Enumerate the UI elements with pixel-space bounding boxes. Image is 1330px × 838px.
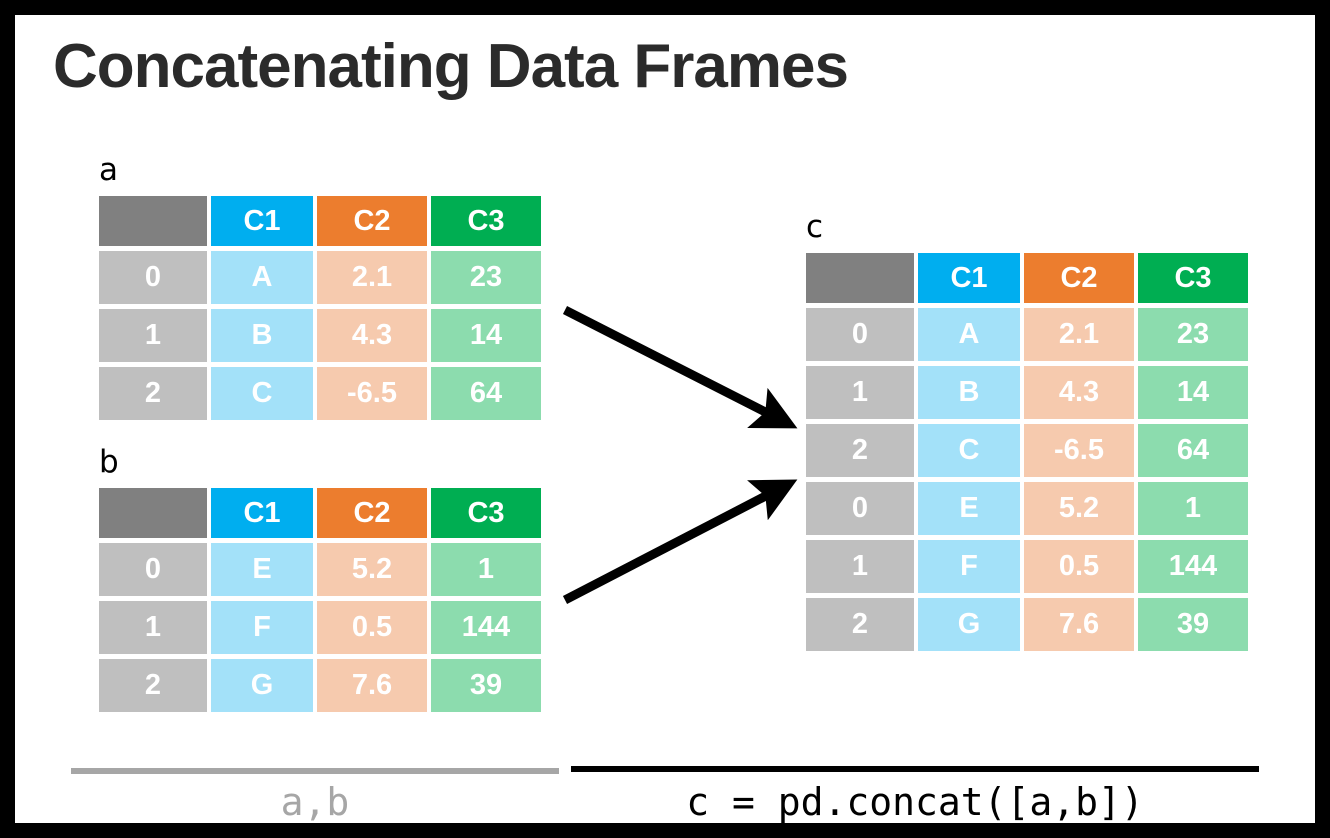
dataframe-a-grid: C1 C2 C3 0 A 2.1 23 1 B 4.3 14 2 C -6.5 … (99, 196, 541, 420)
table-b-header-c3: C3 (431, 488, 541, 538)
table-c-row-3-c3: 1 (1138, 482, 1248, 535)
dataframe-c-grid: C1 C2 C3 0 A 2.1 23 1 B 4.3 14 2 C -6.5 … (806, 253, 1248, 651)
dataframe-c-label: c (806, 209, 824, 245)
table-b-row-0-c2: 5.2 (317, 543, 427, 596)
footer-caption-left: a,b (280, 780, 350, 823)
table-b-row-2-c3: 39 (431, 659, 541, 712)
table-c-row-0-index: 0 (806, 308, 914, 361)
table-c-header-c2: C2 (1024, 253, 1134, 303)
table-b-row-0-c1: E (211, 543, 313, 596)
footer-caption-right: c = pd.concat([a,b]) (686, 780, 1144, 823)
table-c-row-1-index: 1 (806, 366, 914, 419)
table-b-header-c1: C1 (211, 488, 313, 538)
dataframe-b-label: b (99, 444, 119, 480)
table-c-row-5-c1: G (918, 598, 1020, 651)
dataframe-b-grid: C1 C2 C3 0 E 5.2 1 1 F 0.5 144 2 G 7.6 3… (99, 488, 541, 712)
table-a-header-index (99, 196, 207, 246)
table-c-row-3-index: 0 (806, 482, 914, 535)
table-a-row-1-c2: 4.3 (317, 309, 427, 362)
table-c-row-4-c3: 144 (1138, 540, 1248, 593)
table-c-row-3-c1: E (918, 482, 1020, 535)
page-title: Concatenating Data Frames (53, 32, 849, 101)
table-b-row-0-index: 0 (99, 543, 207, 596)
table-c-header-c1: C1 (918, 253, 1020, 303)
dataframe-a-label: a (99, 152, 118, 188)
table-c-row-2-c2: -6.5 (1024, 424, 1134, 477)
table-b-row-1-c2: 0.5 (317, 601, 427, 654)
table-b-header-index (99, 488, 207, 538)
table-a-row-0-c3: 23 (431, 251, 541, 304)
table-a-row-2-c3: 64 (431, 367, 541, 420)
footer-rule-left (71, 768, 559, 774)
table-b-row-2-c1: G (211, 659, 313, 712)
table-a-row-1-index: 1 (99, 309, 207, 362)
table-c-row-1-c2: 4.3 (1024, 366, 1134, 419)
table-a-row-2-c1: C (211, 367, 313, 420)
table-c-header-c3: C3 (1138, 253, 1248, 303)
table-b-row-2-index: 2 (99, 659, 207, 712)
table-c-row-4-c2: 0.5 (1024, 540, 1134, 593)
table-a-row-0-c1: A (211, 251, 313, 304)
arrow-a-to-c-icon (562, 305, 798, 429)
table-c-row-0-c2: 2.1 (1024, 308, 1134, 361)
table-c-row-4-index: 1 (806, 540, 914, 593)
table-a-row-2-c2: -6.5 (317, 367, 427, 420)
table-c-header-index (806, 253, 914, 303)
table-c-row-1-c3: 14 (1138, 366, 1248, 419)
table-c-row-0-c3: 23 (1138, 308, 1248, 361)
table-a-row-1-c3: 14 (431, 309, 541, 362)
table-a-row-0-c2: 2.1 (317, 251, 427, 304)
table-a-header-c2: C2 (317, 196, 427, 246)
table-c-row-5-index: 2 (806, 598, 914, 651)
table-b-header-c2: C2 (317, 488, 427, 538)
table-b-row-1-c1: F (211, 601, 313, 654)
table-b-row-1-c3: 144 (431, 601, 541, 654)
table-c-row-5-c3: 39 (1138, 598, 1248, 651)
table-a-row-2-index: 2 (99, 367, 207, 420)
table-c-row-1-c1: B (918, 366, 1020, 419)
table-b-row-2-c2: 7.6 (317, 659, 427, 712)
table-a-header-c3: C3 (431, 196, 541, 246)
table-c-row-5-c2: 7.6 (1024, 598, 1134, 651)
table-c-row-3-c2: 5.2 (1024, 482, 1134, 535)
table-c-row-0-c1: A (918, 308, 1020, 361)
table-c-row-2-c3: 64 (1138, 424, 1248, 477)
table-b-row-0-c3: 1 (431, 543, 541, 596)
table-c-row-2-c1: C (918, 424, 1020, 477)
slide-canvas: Concatenating Data Frames a C1 C2 C3 0 A… (15, 15, 1315, 823)
table-a-header-c1: C1 (211, 196, 313, 246)
table-c-row-4-c1: F (918, 540, 1020, 593)
table-a-row-1-c1: B (211, 309, 313, 362)
footer-rule-right (571, 766, 1259, 772)
arrow-b-to-c-icon (562, 479, 798, 604)
table-a-row-0-index: 0 (99, 251, 207, 304)
table-c-row-2-index: 2 (806, 424, 914, 477)
table-b-row-1-index: 1 (99, 601, 207, 654)
